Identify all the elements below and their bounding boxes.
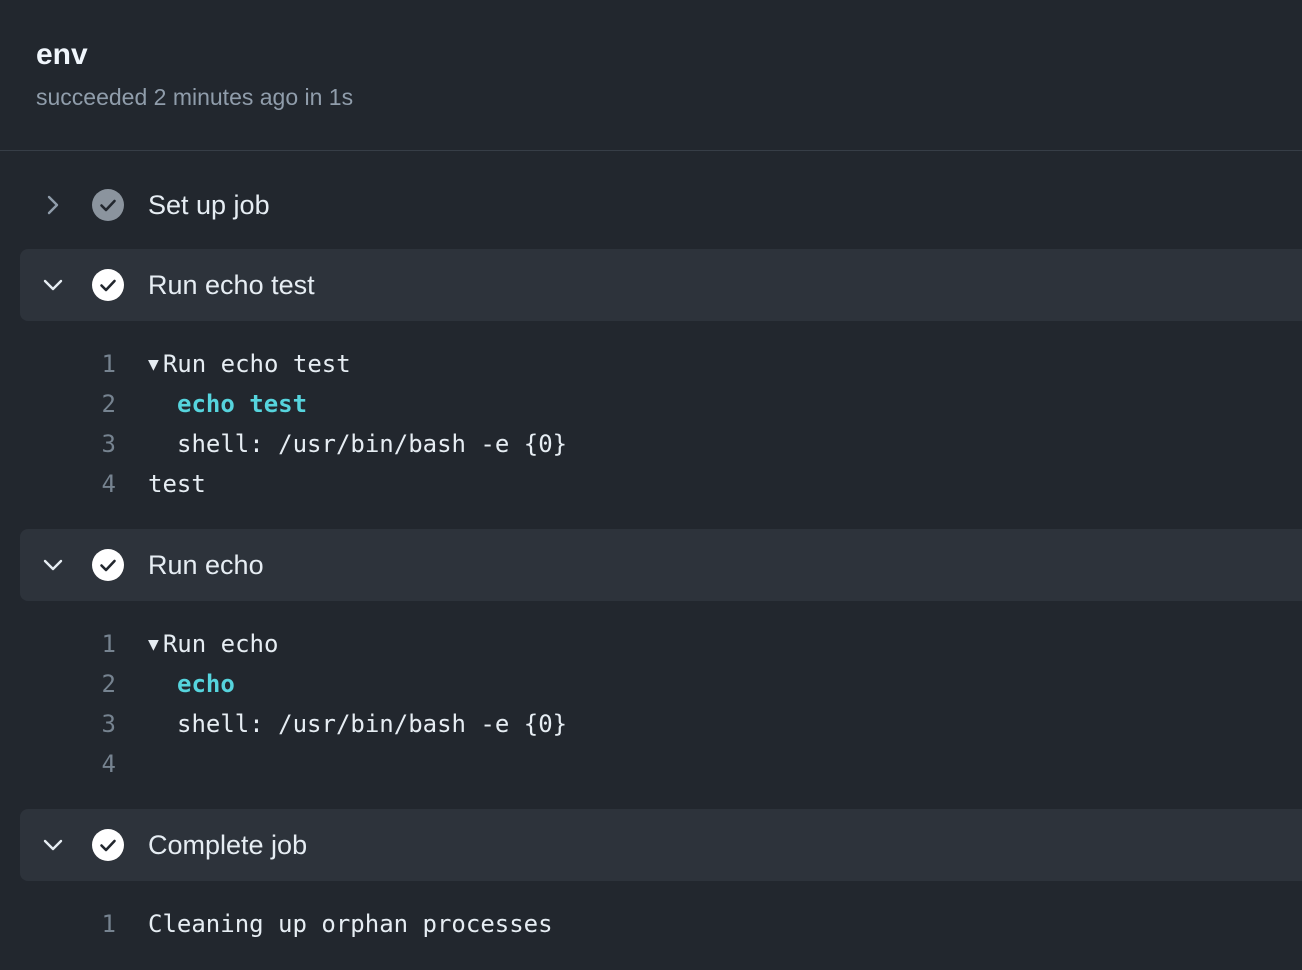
job-header: env succeeded 2 minutes ago in 1s: [0, 0, 1302, 151]
line-number[interactable]: 1: [101, 910, 116, 938]
log-line: 4: [0, 744, 1302, 784]
chevron-down-icon[interactable]: [40, 272, 66, 298]
log-line: 1 ▼Run echo test: [0, 344, 1302, 384]
log-output: test: [148, 470, 206, 498]
line-number[interactable]: 4: [101, 470, 116, 498]
log-line: 1 Cleaning up orphan processes: [0, 904, 1302, 944]
log-line: 4 test: [0, 464, 1302, 504]
triangle-down-icon: ▼: [148, 353, 159, 375]
step-log-run-echo-test: 1 ▼Run echo test 2 echo test 3 shell: /u…: [0, 344, 1302, 504]
line-number[interactable]: 2: [101, 670, 116, 698]
check-circle-icon: [92, 269, 124, 301]
log-line: 3 shell: /usr/bin/bash -e {0}: [0, 704, 1302, 744]
step-label: Set up job: [148, 190, 270, 220]
step-run-echo-test[interactable]: Run echo test: [20, 249, 1302, 321]
check-circle-icon: [92, 829, 124, 861]
log-group-toggle[interactable]: ▼Run echo: [148, 630, 278, 658]
chevron-down-icon[interactable]: [40, 832, 66, 858]
chevron-right-icon[interactable]: [40, 192, 66, 218]
log-group-label: Run echo test: [162, 350, 351, 378]
triangle-down-icon: ▼: [148, 633, 159, 655]
log-text: shell: /usr/bin/bash -e {0}: [177, 710, 568, 738]
log-command: echo: [177, 670, 235, 698]
line-number[interactable]: 4: [101, 750, 116, 778]
log-command: echo test: [177, 390, 308, 418]
log-line: 2 echo test: [0, 384, 1302, 424]
line-number[interactable]: 1: [101, 630, 116, 658]
step-complete-job[interactable]: Complete job: [20, 809, 1302, 881]
step-label: Run echo: [148, 550, 264, 580]
log-group-label: Run echo: [162, 630, 279, 658]
log-line: 2 echo: [0, 664, 1302, 704]
chevron-down-icon[interactable]: [40, 552, 66, 578]
step-label: Complete job: [148, 830, 308, 860]
check-circle-icon: [92, 549, 124, 581]
log-text: shell: /usr/bin/bash -e {0}: [177, 430, 568, 458]
log-group-toggle[interactable]: ▼Run echo test: [148, 350, 351, 378]
line-number[interactable]: 1: [101, 350, 116, 378]
job-title: env: [36, 38, 88, 71]
check-circle-muted-icon: [92, 189, 124, 221]
log-output: Cleaning up orphan processes: [148, 910, 553, 938]
step-log-complete-job: 1 Cleaning up orphan processes: [0, 904, 1302, 944]
log-line: 1 ▼Run echo: [0, 624, 1302, 664]
step-run-echo[interactable]: Run echo: [20, 529, 1302, 601]
step-log-run-echo: 1 ▼Run echo 2 echo 3 shell: /usr/bin/bas…: [0, 624, 1302, 784]
line-number[interactable]: 2: [101, 390, 116, 418]
step-label: Run echo test: [148, 270, 315, 300]
log-line: 3 shell: /usr/bin/bash -e {0}: [0, 424, 1302, 464]
step-set-up-job[interactable]: Set up job: [20, 169, 1302, 241]
line-number[interactable]: 3: [101, 710, 116, 738]
line-number[interactable]: 3: [101, 430, 116, 458]
job-status: succeeded 2 minutes ago in 1s: [36, 84, 354, 110]
